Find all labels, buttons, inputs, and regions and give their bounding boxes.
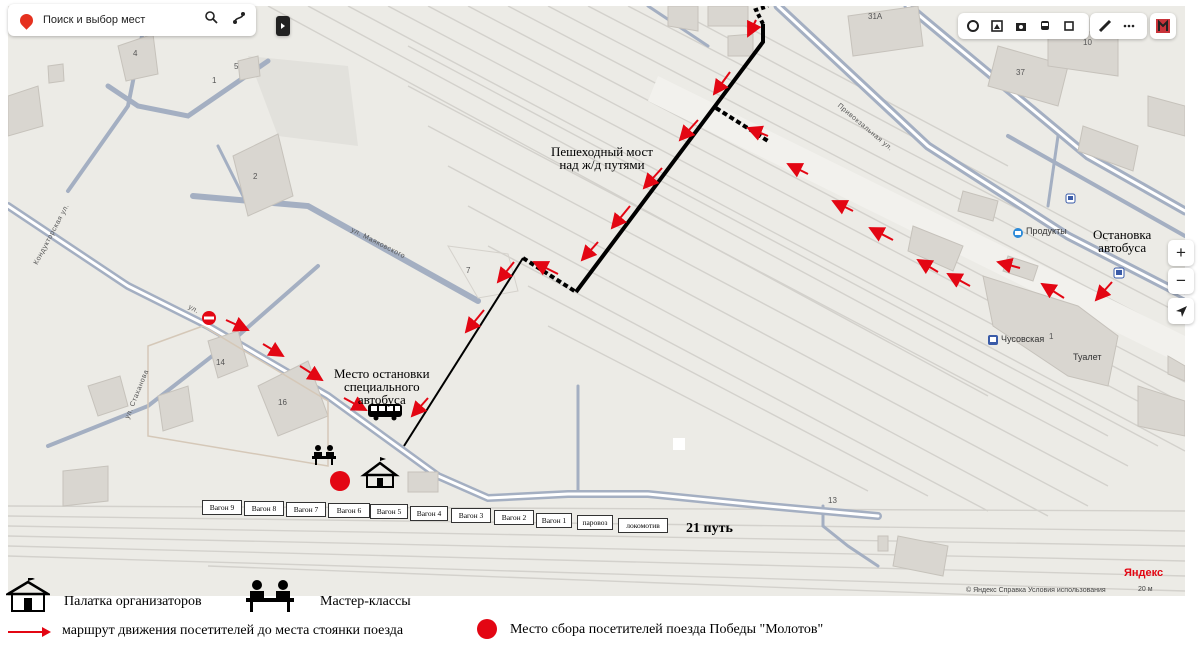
wagon: Вагон 5 xyxy=(370,504,408,519)
wagon: Вагон 3 xyxy=(451,508,491,523)
plot-outline xyxy=(147,325,329,467)
wagon: Вагон 4 xyxy=(410,506,448,521)
legend-master-classes: Мастер-классы xyxy=(320,594,411,609)
search-icon[interactable] xyxy=(205,11,218,29)
legend-meeting-point: Место сбора посетителей поезда Победы "М… xyxy=(510,622,824,637)
more-icon[interactable] xyxy=(1117,13,1141,39)
building-number: 7 xyxy=(466,266,471,275)
navigation-arrow-icon xyxy=(1175,305,1187,317)
master-class-icon xyxy=(312,445,336,465)
special-bus-line1: Место остановки xyxy=(334,366,430,381)
wagon: Вагон 7 xyxy=(286,502,326,517)
panel-toggle-button[interactable] xyxy=(276,16,290,36)
map-svg xyxy=(8,6,1185,596)
building-number: 13 xyxy=(828,496,837,505)
building-number: 1 xyxy=(1049,332,1054,341)
building-number: 10 xyxy=(1083,38,1092,47)
yandex-logo: Яндекс xyxy=(1124,567,1164,579)
transit-icon xyxy=(1065,193,1076,204)
special-bus-annotation: Место остановки специального автобуса xyxy=(334,367,430,406)
route-icon[interactable] xyxy=(232,11,246,30)
poi-station[interactable]: Чусовская xyxy=(1001,334,1045,344)
bus-icon xyxy=(368,404,402,421)
route-arrows xyxy=(225,19,1113,418)
arrow-right-icon xyxy=(281,23,285,29)
avatar-icon xyxy=(1156,19,1170,33)
bus-stop-annotation-line1: Остановка xyxy=(1093,227,1152,242)
no-entry-icon xyxy=(202,311,216,325)
wagon: Вагон 8 xyxy=(244,501,284,516)
wagon: Вагон 1 xyxy=(536,513,572,528)
poi-toilet[interactable]: Туалет xyxy=(1073,352,1102,362)
scale-label: 20 м xyxy=(1138,586,1153,593)
wagon: Вагон 2 xyxy=(494,510,534,525)
bridge-route xyxy=(403,6,770,447)
map-copyright[interactable]: © Яндекс Справка Условия использования xyxy=(966,587,1106,594)
layers-icon[interactable] xyxy=(961,13,985,39)
meeting-point-legend-icon xyxy=(477,619,497,639)
transport-icon[interactable] xyxy=(1033,13,1057,39)
building-number: 14 xyxy=(216,358,225,367)
traffic-icon[interactable] xyxy=(1057,13,1081,39)
legend-route: маршрут движения посетителей до места ст… xyxy=(62,623,404,638)
special-bus-line2: специального xyxy=(343,379,420,394)
buildings xyxy=(8,6,1185,577)
tools-toolbar xyxy=(1090,13,1147,39)
building-number: 1 xyxy=(212,76,217,85)
organizers-tent-icon xyxy=(360,457,400,488)
locomotive: локомотив xyxy=(618,518,668,533)
legend-organizers-tent: Палатка организаторов xyxy=(64,594,202,609)
station-icon xyxy=(988,335,998,345)
lot-area xyxy=(248,56,358,146)
zoom-out-button[interactable]: − xyxy=(1168,268,1194,294)
poi-shop[interactable]: Продукты xyxy=(1026,226,1067,236)
special-bus-line3: автобуса xyxy=(357,392,406,407)
profile-button[interactable] xyxy=(1150,13,1176,39)
map-canvas[interactable]: ул. Маяковского Привокзальная ул. Кондук… xyxy=(8,6,1185,596)
bus-stop-icon xyxy=(1113,267,1125,279)
building-number: 16 xyxy=(278,398,287,407)
wagon: Вагон 6 xyxy=(328,503,370,518)
zoom-in-button[interactable]: + xyxy=(1168,240,1194,266)
building-number: 2 xyxy=(253,172,258,181)
tent-legend-icon xyxy=(6,578,50,612)
search-box[interactable]: Поиск и выбор мест xyxy=(8,4,256,36)
search-input[interactable]: Поиск и выбор мест xyxy=(43,14,146,26)
panorama-icon[interactable] xyxy=(985,13,1009,39)
wagon: Вагон 9 xyxy=(202,500,242,515)
bridge-annotation-line1: Пешеходный мост xyxy=(551,144,653,159)
platform-area xyxy=(648,76,1185,366)
building-number: 4 xyxy=(133,49,138,58)
blank-square xyxy=(673,438,685,450)
bridge-annotation-line2: над ж/д путями xyxy=(559,157,645,172)
rail-yard xyxy=(8,6,1185,596)
bus-stop-annotation: Остановка автобуса xyxy=(1093,228,1151,254)
locate-me-button[interactable] xyxy=(1168,298,1194,324)
steam-engine: паровоз xyxy=(577,515,613,530)
camera-icon[interactable] xyxy=(1009,13,1033,39)
building-number: 5 xyxy=(234,62,239,71)
building-number: 37 xyxy=(1016,68,1025,77)
meeting-point-marker xyxy=(330,471,350,491)
location-pin-icon xyxy=(17,10,36,30)
bridge-annotation: Пешеходный мост над ж/д путями xyxy=(551,145,653,171)
bus-stop-annotation-line2: автобуса xyxy=(1098,240,1147,255)
track-label: 21 путь xyxy=(686,521,733,536)
layers-toolbar xyxy=(958,13,1089,39)
master-class-legend-icon xyxy=(246,580,294,612)
route-arrow-legend-icon xyxy=(8,627,51,637)
building-number: 31А xyxy=(868,12,883,21)
shop-icon xyxy=(1013,228,1023,238)
ruler-icon[interactable] xyxy=(1093,13,1117,39)
